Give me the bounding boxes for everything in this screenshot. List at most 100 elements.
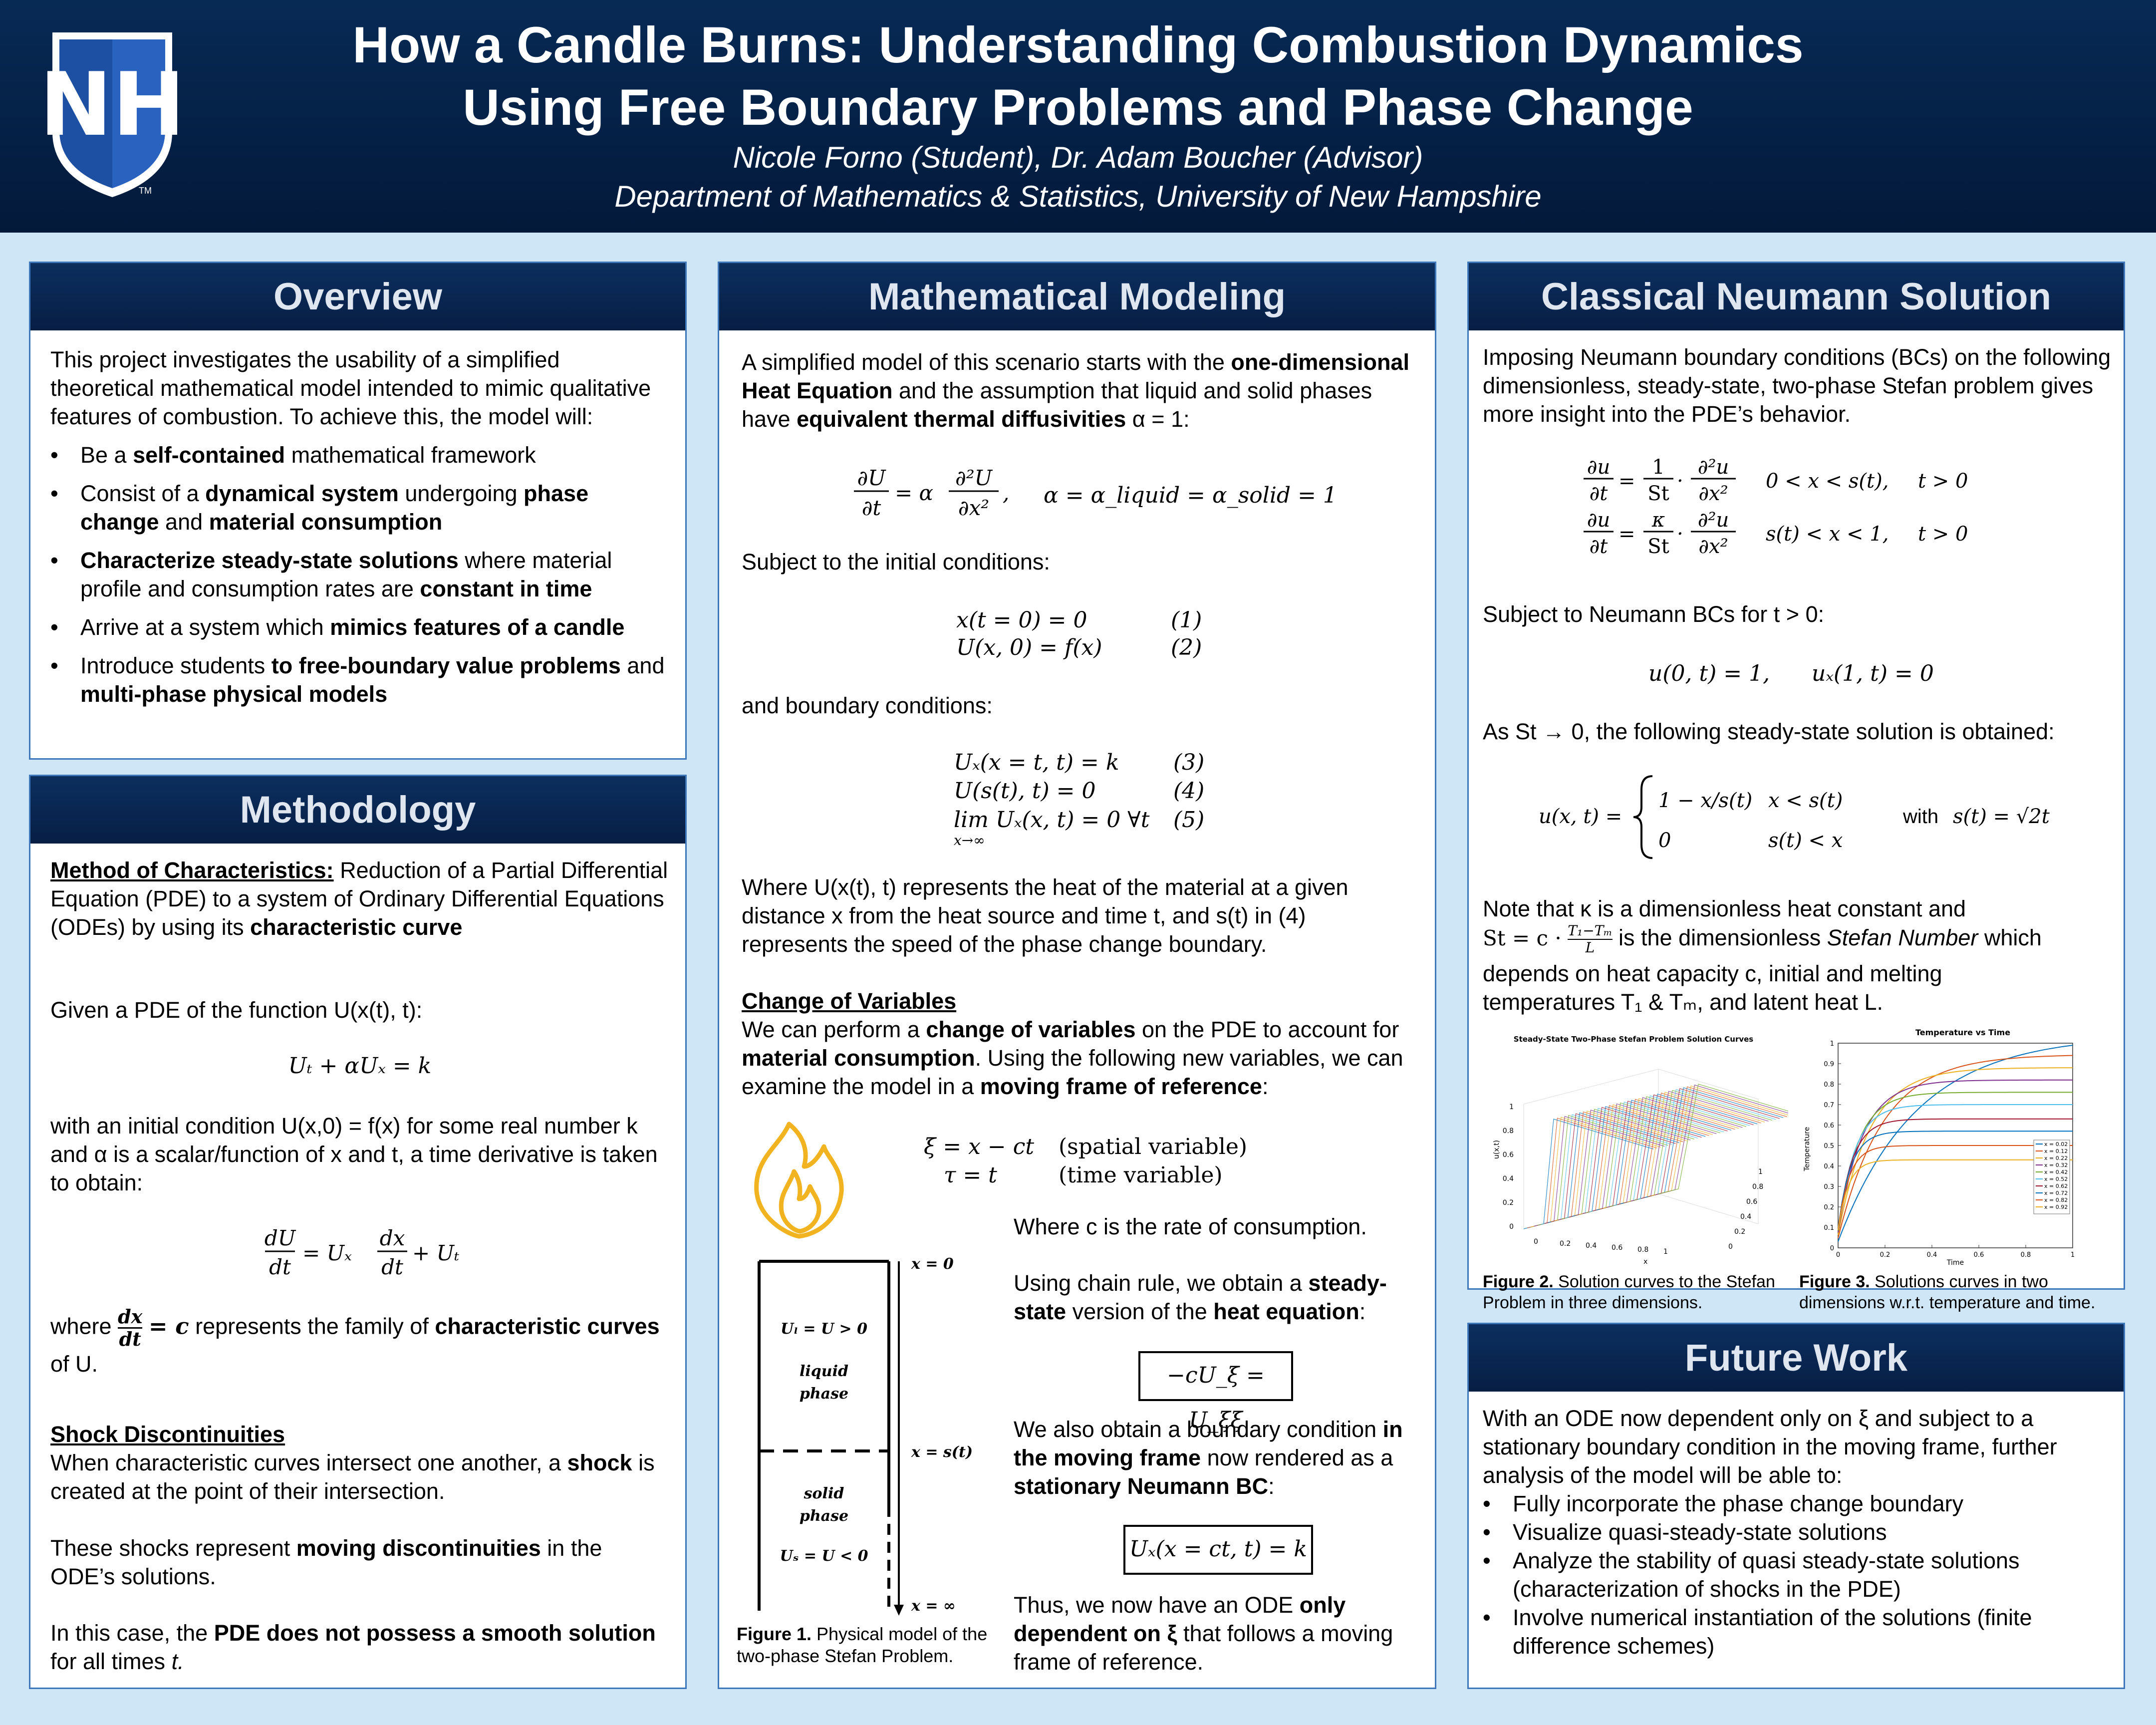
- poster-title-line1: How a Candle Burns: Understanding Combus…: [352, 16, 1804, 73]
- list-item: Arrive at a system which mimics features…: [50, 613, 665, 641]
- svg-text:x: x: [1643, 1258, 1647, 1266]
- svg-text:u(x,t): u(x,t): [1493, 1140, 1501, 1159]
- diffusivity-equation: α = α_liquid = α_solid = 1: [1044, 483, 1337, 508]
- x-tick-label: 0.2: [1880, 1251, 1890, 1259]
- ic-2-number: (2): [1171, 635, 1202, 660]
- heat-capacity-note: depends on heat capacity c, initial and …: [1483, 961, 1942, 986]
- svg-text:u(x, t) =: u(x, t) =: [1539, 805, 1622, 828]
- legend-label: x = 0.92: [2044, 1204, 2068, 1210]
- svg-text:∂x²: ∂x²: [1698, 535, 1728, 558]
- svg-text:=: =: [1618, 470, 1635, 493]
- shock-title: Shock Discontinuities: [50, 1422, 285, 1447]
- given-pde-text: Given a PDE of the function U(x(t), t):: [50, 997, 423, 1023]
- figure-1-physical-model: x = 0 Uₗ = U > 0 liquid phase x = s(t) s…: [754, 1122, 973, 1616]
- list-item: Be a self-contained mathematical framewo…: [50, 441, 665, 469]
- svg-text:·: ·: [1677, 470, 1683, 493]
- y-tick-label: 0.7: [1824, 1102, 1834, 1109]
- surface-curve: [1617, 1094, 1754, 1205]
- z-tick-label: 0.8: [1503, 1127, 1514, 1135]
- svg-text:= α: = α: [895, 481, 933, 505]
- z-tick-label: 0.6: [1503, 1151, 1514, 1159]
- overview-heading: Overview: [30, 263, 685, 330]
- svg-text:Steady-State Two-Phase Stefan: Steady-State Two-Phase Stefan Problem So…: [1514, 1035, 1754, 1044]
- boundary-conditions-label: and boundary conditions:: [742, 693, 993, 718]
- y-tick-label: 0.6: [1746, 1198, 1757, 1206]
- overview-list: Be a self-contained mathematical framewo…: [50, 441, 665, 708]
- legend-label: x = 0.32: [2044, 1162, 2068, 1168]
- y-tick-label: 0.5: [1824, 1143, 1834, 1150]
- list-item: Visualize quasi-steady-state solutions: [1483, 1518, 2110, 1546]
- z-tick-label: 1: [1509, 1103, 1514, 1111]
- temperatures-note: temperatures T₁ & Tₘ, and latent heat L.: [1483, 989, 1884, 1015]
- svg-text:+ Uₜ: + Uₜ: [412, 1241, 459, 1265]
- st-limit-text: As St → 0, the following steady-state so…: [1483, 719, 2055, 744]
- y-tick-label: 0.1: [1824, 1224, 1834, 1232]
- svg-text:∂x²: ∂x²: [958, 496, 989, 520]
- chain-rule-text: Using chain rule, we obtain a steady-sta…: [1014, 1270, 1387, 1324]
- surface-curve: [1610, 1096, 1747, 1207]
- svg-text:Uₛ = U < 0: Uₛ = U < 0: [780, 1547, 868, 1565]
- bc-5-number: (5): [1173, 807, 1205, 833]
- z-tick-label: 0: [1509, 1223, 1514, 1231]
- svg-text:dU: dU: [265, 1226, 296, 1250]
- legend-box: [2033, 1140, 2070, 1214]
- series-line: [1838, 1092, 2073, 1231]
- list-item: Fully incorporate the phase change bound…: [1483, 1489, 2110, 1518]
- unh-shield-logo: NH: [47, 32, 177, 197]
- svg-text:=: =: [1618, 523, 1635, 546]
- y-tick-label: 0: [1728, 1243, 1733, 1251]
- poster-header: NH TM How a Candle Burns: Understanding …: [0, 0, 2156, 233]
- figure-2-3d-surface: Steady-State Two-Phase Stefan Problem So…: [1493, 1035, 1788, 1266]
- z-tick-label: 0.4: [1503, 1175, 1514, 1183]
- z-tick-label: 0.2: [1503, 1199, 1514, 1207]
- neumann-panel: Classical Neumann Solution Imposing Neum…: [1467, 262, 2125, 1312]
- where-heat-text: Where U(x(t), t) represents the heat of …: [742, 874, 1348, 957]
- list-item: Introduce students to free-boundary valu…: [50, 651, 665, 708]
- change-of-variables-title: Change of Variables: [742, 988, 957, 1014]
- svg-text:∂t: ∂t: [1590, 535, 1609, 558]
- svg-text:dt: dt: [269, 1255, 291, 1279]
- legend-label: x = 0.42: [2044, 1169, 2068, 1175]
- svg-text:κ: κ: [1651, 509, 1665, 532]
- method-of-characteristics: Method of Characteristics: Reduction of …: [50, 858, 668, 940]
- tau-equation: τ = t: [944, 1162, 997, 1188]
- svg-text:= Uₓ: = Uₓ: [302, 1241, 352, 1265]
- total-derivative-equation: dU dt = Uₓ dx dt + Uₜ: [265, 1226, 459, 1279]
- svg-text:∂u: ∂u: [1587, 456, 1610, 479]
- modeling-intro: A simplified model of this scenario star…: [742, 349, 1409, 432]
- figure-1-caption: Figure 1. Physical model of the two-phas…: [737, 1624, 988, 1666]
- bc-5: lim Uₓ(x, t) = 0 ∀t: [954, 807, 1150, 833]
- y-tick-label: 1: [1758, 1168, 1763, 1176]
- tau-description: (time variable): [1059, 1162, 1223, 1188]
- x-tick-label: 0.8: [1637, 1246, 1648, 1254]
- future-work-intro: With an ODE now dependent only on ξ and …: [1483, 1406, 2057, 1488]
- series-line: [1838, 1055, 2073, 1238]
- initial-conditions-label: Subject to the initial conditions:: [742, 549, 1050, 575]
- svg-text:with: with: [1902, 806, 1938, 828]
- y-tick-label: 0.2: [1824, 1204, 1834, 1211]
- svg-text:∂²u: ∂²u: [1698, 456, 1729, 479]
- legend-label: x = 0.02: [2044, 1141, 2068, 1148]
- legend-label: x = 0.72: [2044, 1190, 2068, 1196]
- overview-intro: This project investigates the usability …: [50, 347, 651, 429]
- x-tick-label: 0.8: [2021, 1251, 2031, 1259]
- svg-text:dx: dx: [380, 1226, 405, 1250]
- stefan-pde-system: ∂u ∂t = 1 St · ∂²u ∂x² 0 < x < s(t), t >…: [1584, 456, 1968, 558]
- neumann-bc-box: Uₓ(x = ct, t) = k: [1123, 1525, 1313, 1575]
- methodology-heading: Methodology: [30, 776, 685, 844]
- xi-equation: ξ = x − ct: [924, 1134, 1035, 1159]
- list-item: Consist of a dynamical system undergoing…: [50, 479, 665, 536]
- chart-title: Temperature vs Time: [1915, 1028, 2010, 1037]
- svg-text:s(t) < x < 1,: s(t) < x < 1,: [1766, 523, 1888, 546]
- list-item: Characterize steady-state solutions wher…: [50, 546, 665, 603]
- svg-text:∂U: ∂U: [857, 466, 886, 490]
- svg-text:t > 0: t > 0: [1918, 523, 1968, 546]
- modeling-panel: Mathematical Modeling A simplified model…: [718, 262, 1436, 1689]
- shock-paragraph-2: These shocks represent moving discontinu…: [50, 1535, 602, 1589]
- department: Department of Mathematics & Statistics, …: [614, 180, 1542, 213]
- x-tick-label: 1: [2071, 1251, 2075, 1259]
- svg-text:phase: phase: [800, 1385, 848, 1403]
- svg-text:1 − x/s(t): 1 − x/s(t): [1658, 789, 1752, 812]
- change-of-variables-text: We can perform a change of variables on …: [742, 1017, 1403, 1099]
